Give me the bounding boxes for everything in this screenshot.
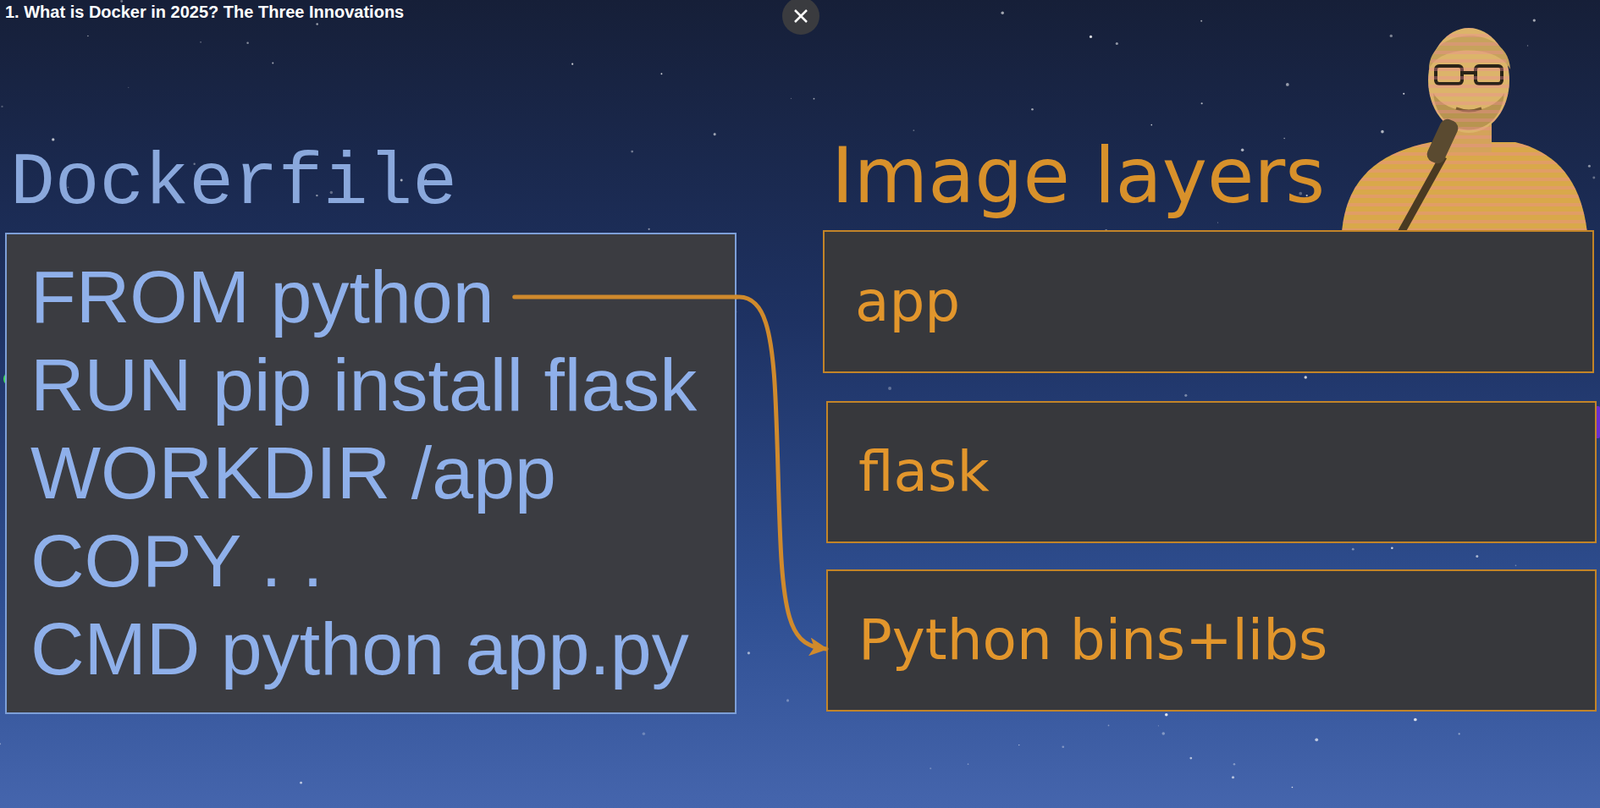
dockerfile-box: DockerfileFROM pythonRUN pip install fla… <box>5 232 737 715</box>
close-button-cross <box>794 10 807 23</box>
code-line: CMD python app.py <box>30 605 690 694</box>
star <box>1158 725 1159 727</box>
star <box>813 98 816 100</box>
star <box>642 733 646 736</box>
star <box>1115 42 1119 45</box>
star <box>1184 394 1187 398</box>
star <box>127 87 129 89</box>
star <box>1390 34 1393 38</box>
code-line: WORKDIR /app <box>30 429 557 518</box>
star <box>1285 82 1290 87</box>
presenter-photo <box>1337 21 1592 233</box>
star <box>1089 35 1093 39</box>
star <box>1201 102 1203 105</box>
star <box>0 105 3 108</box>
star <box>120 0 123 3</box>
star <box>1018 744 1020 746</box>
star <box>571 63 574 66</box>
star <box>1161 732 1165 736</box>
star <box>1351 548 1355 552</box>
star <box>1291 787 1294 789</box>
star <box>713 132 717 136</box>
star <box>299 782 303 785</box>
star <box>1304 375 1308 379</box>
star <box>786 699 789 702</box>
section-heading: Image layers <box>831 133 1325 219</box>
star <box>51 137 55 141</box>
scanline-overlay <box>1337 21 1592 233</box>
star <box>1592 176 1595 180</box>
star <box>271 62 274 65</box>
star <box>1200 20 1203 23</box>
star <box>87 35 89 37</box>
layer-label: flask <box>858 438 990 507</box>
box-heading: Dockerfile <box>10 141 458 227</box>
layer-label: Python bins+libs <box>858 606 1328 675</box>
star <box>315 22 319 26</box>
star <box>630 150 634 154</box>
code-line: COPY . . <box>30 517 324 606</box>
star <box>1413 718 1418 723</box>
video-title: 1. What is Docker in 2025? The Three Inn… <box>5 1 404 23</box>
image-layer-box: flask <box>826 401 1597 544</box>
star <box>661 72 663 75</box>
star <box>967 763 970 766</box>
flow-arrow <box>736 297 827 650</box>
star <box>1314 738 1319 742</box>
microphone-stand <box>1401 156 1444 233</box>
star <box>929 767 932 770</box>
star <box>1164 713 1169 718</box>
star <box>888 386 892 391</box>
star <box>1061 745 1065 749</box>
close-button <box>782 0 820 35</box>
star <box>1031 108 1034 111</box>
star <box>1150 124 1153 127</box>
star <box>1527 44 1529 46</box>
star <box>1390 546 1394 550</box>
star <box>1189 757 1192 761</box>
star <box>1001 11 1005 14</box>
star <box>1108 725 1110 728</box>
star <box>1588 165 1591 168</box>
close-button-circle <box>782 0 820 35</box>
star <box>1475 555 1479 558</box>
layer-label: app <box>855 268 960 337</box>
close-button-cross <box>794 10 807 23</box>
star <box>1233 763 1236 767</box>
star <box>1402 93 1405 95</box>
leader-stub <box>514 295 737 300</box>
star <box>1533 18 1536 22</box>
image-layer-box: Python bins+libs <box>826 569 1597 712</box>
star <box>1217 221 1219 223</box>
star <box>747 651 751 655</box>
code-line: RUN pip install flask <box>30 341 697 430</box>
star <box>1380 130 1385 134</box>
star <box>0 743 1 745</box>
star <box>1515 564 1518 567</box>
code-line: FROM python <box>30 253 495 342</box>
star <box>1458 733 1461 735</box>
star <box>648 228 651 231</box>
star <box>912 129 915 132</box>
star <box>246 41 249 45</box>
image-layer-box: app <box>822 230 1595 374</box>
star <box>199 41 201 43</box>
microphone <box>1424 116 1462 166</box>
star <box>790 98 792 100</box>
star <box>1231 776 1235 779</box>
